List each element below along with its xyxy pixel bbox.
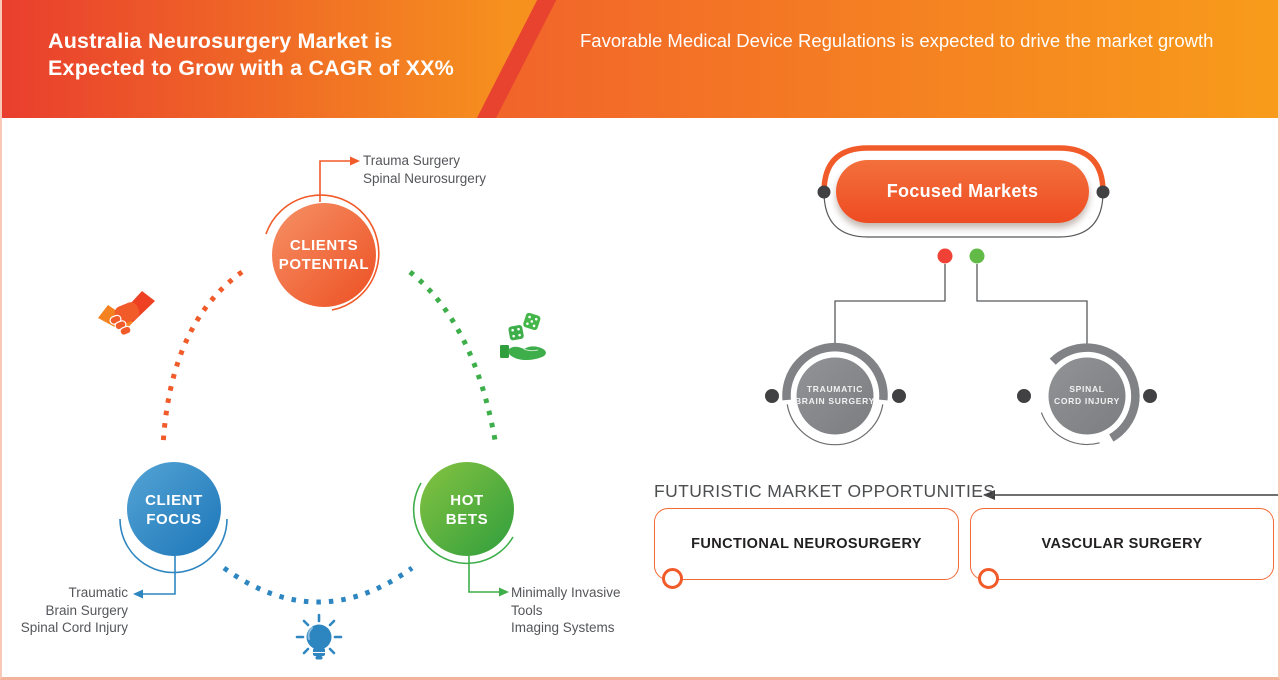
note-line: Tools bbox=[511, 602, 543, 618]
note-line: Spinal Neurosurgery bbox=[363, 170, 487, 186]
tbs-right-dot bbox=[892, 389, 906, 403]
focused-markets-ring-top bbox=[821, 145, 1106, 193]
clients-potential-line2: POTENTIAL bbox=[278, 256, 370, 273]
note-line: Minimally Invasive bbox=[511, 585, 621, 600]
tbs-circle bbox=[796, 357, 874, 435]
ring-left-dot bbox=[817, 185, 831, 199]
focused-markets-pill: Focused Markets bbox=[836, 160, 1089, 223]
clients-potential-connector bbox=[319, 160, 350, 202]
banner-title-line1: Australia Neurosurgery Market is bbox=[48, 29, 393, 53]
clients-potential-arrowhead bbox=[350, 156, 360, 166]
note-line: Spinal Cord Injury bbox=[20, 620, 128, 635]
dotted-arc-blue bbox=[222, 565, 414, 605]
spinal-cord-injury-label: SPINAL CORD INJURY bbox=[1025, 384, 1149, 407]
note-line: Imaging Systems bbox=[511, 620, 615, 635]
ring-right-dot bbox=[1096, 185, 1110, 199]
sci-thick-arc bbox=[1049, 343, 1140, 442]
hot-bets-connector bbox=[468, 556, 499, 593]
hot-bets-label: HOT BETS bbox=[407, 491, 527, 529]
focused-markets-title: Focused Markets bbox=[886, 181, 1039, 201]
hot-bets-circle bbox=[420, 462, 514, 556]
banner: Australia Neurosurgery Market is Expecte… bbox=[2, 0, 1278, 118]
note-line: Brain Surgery bbox=[45, 602, 128, 618]
hot-bets-line1: HOT bbox=[450, 492, 484, 509]
hand-with-dice-icon bbox=[500, 312, 546, 360]
diagram-shapes bbox=[98, 145, 1278, 660]
client-focus-label: CLIENT FOCUS bbox=[114, 491, 234, 529]
tree-left-line bbox=[834, 264, 946, 346]
hot-bets-line2: BETS bbox=[445, 511, 489, 528]
tree-red-dot bbox=[937, 248, 953, 264]
clients-potential-line1: CLIENTS bbox=[289, 237, 359, 254]
sci-thin-arc bbox=[1040, 412, 1100, 446]
focused-markets-ring-bottom bbox=[823, 191, 1104, 238]
client-focus-connector bbox=[143, 556, 176, 595]
banner-subtitle: Favorable Medical Device Regulations is … bbox=[580, 30, 1214, 51]
traumatic-brain-surgery-label: TRAUMATIC BRAIN SURGERY bbox=[773, 384, 897, 407]
banner-right-panel bbox=[496, 0, 1278, 118]
hot-bets-notes: Minimally Invasive Tools Imaging Systems bbox=[511, 584, 621, 637]
dotted-arc-green bbox=[408, 270, 498, 441]
banner-title: Australia Neurosurgery Market is Expecte… bbox=[48, 28, 454, 82]
note-line: Traumatic bbox=[68, 585, 128, 600]
diagram-canvas: CLIENTS POTENTIAL CLIENT FOCUS HOT BETS … bbox=[2, 118, 1278, 677]
opportunities-title: FUTURISTIC MARKET OPPORTUNITIES bbox=[654, 481, 996, 501]
opportunity-box-functional-neurosurgery: FUNCTIONAL NEUROSURGERY bbox=[654, 508, 959, 580]
client-focus-notes: Traumatic Brain Surgery Spinal Cord Inju… bbox=[4, 584, 128, 637]
sci-left-dot bbox=[1017, 389, 1031, 403]
client-focus-line1: CLIENT bbox=[145, 492, 203, 509]
tbs-thick-arc bbox=[782, 342, 888, 401]
opportunity-label: FUNCTIONAL NEUROSURGERY bbox=[691, 536, 922, 552]
client-focus-circle bbox=[127, 462, 221, 556]
tbs-thin-arc bbox=[786, 404, 884, 446]
clients-potential-circle bbox=[272, 203, 376, 307]
client-focus-thin-arc bbox=[119, 518, 228, 574]
opportunity-box-vascular-surgery: VASCULAR SURGERY bbox=[970, 508, 1274, 580]
hot-bets-arrowhead bbox=[499, 587, 509, 597]
tbs-left-dot bbox=[765, 389, 779, 403]
banner-title-line2: Expected to Grow with a CAGR of XX% bbox=[48, 56, 454, 80]
hot-bets-thin-arc bbox=[412, 482, 514, 565]
opportunity-box1-corner-dot bbox=[662, 568, 683, 589]
tree-green-dot bbox=[969, 248, 985, 264]
lightbulb-icon bbox=[295, 613, 343, 660]
note-line: Trauma Surgery bbox=[363, 153, 461, 168]
sci-line2: CORD INJURY bbox=[1054, 395, 1120, 406]
client-focus-line2: FOCUS bbox=[146, 511, 202, 528]
clients-potential-notes: Trauma Surgery Spinal Neurosurgery bbox=[363, 152, 486, 187]
sci-circle bbox=[1048, 357, 1126, 435]
opportunities-arrowhead bbox=[983, 490, 995, 500]
clients-potential-label: CLIENTS POTENTIAL bbox=[264, 236, 384, 274]
tbs-line1: TRAUMATIC bbox=[806, 384, 864, 394]
client-focus-arrowhead bbox=[133, 589, 143, 599]
sci-right-dot bbox=[1143, 389, 1157, 403]
handshake-icon bbox=[98, 291, 155, 336]
dotted-arc-orange bbox=[160, 269, 244, 447]
sci-line1: SPINAL bbox=[1069, 384, 1105, 394]
clients-potential-thin-arc bbox=[265, 194, 380, 311]
opportunity-label: VASCULAR SURGERY bbox=[1041, 536, 1203, 552]
tree-right-line bbox=[976, 264, 1088, 346]
opportunity-box2-corner-dot bbox=[978, 568, 999, 589]
tbs-line2: BRAIN SURGERY bbox=[794, 395, 876, 406]
